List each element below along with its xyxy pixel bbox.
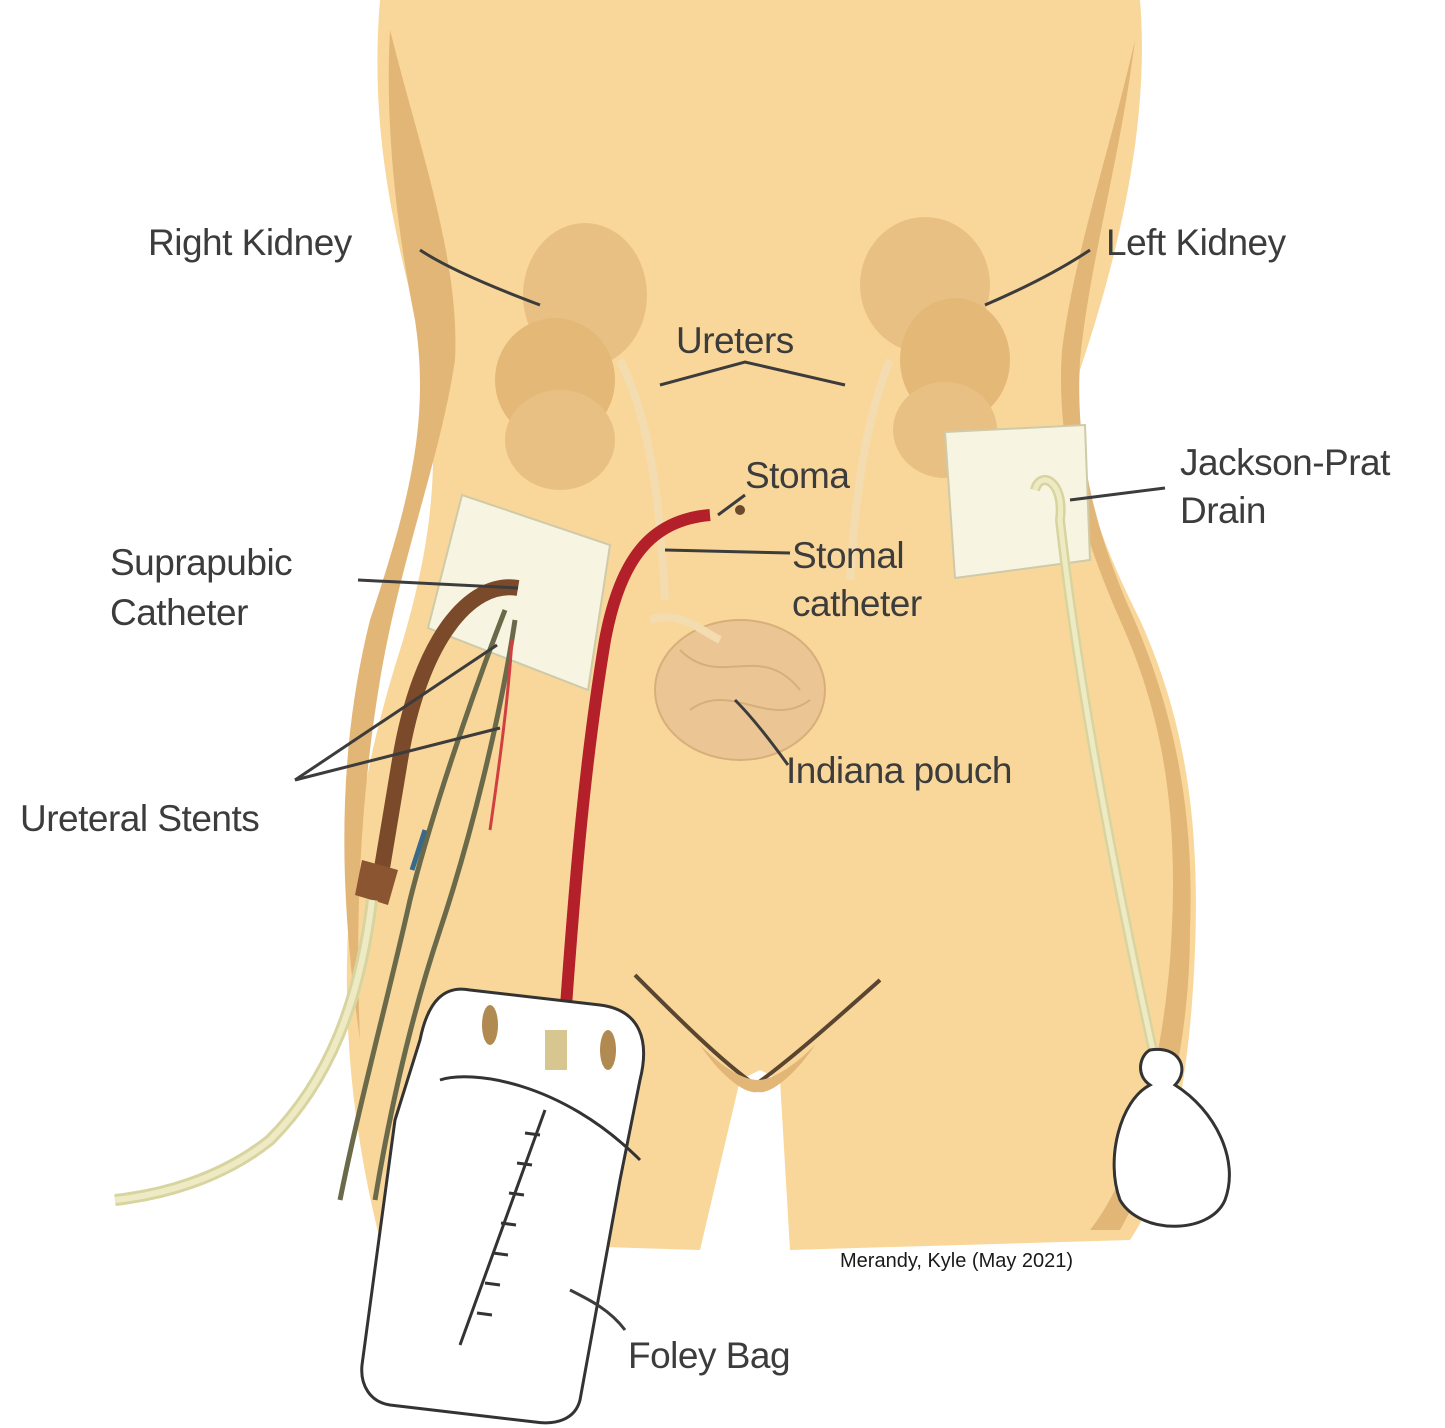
label-stoma: Stoma	[745, 455, 849, 496]
stoma-icon	[735, 505, 745, 515]
label-ureters: Ureters	[676, 320, 794, 361]
label-jackson-prat-line2: Drain	[1180, 490, 1266, 531]
label-right-kidney: Right Kidney	[148, 222, 352, 263]
label-jackson-prat-line1: Jackson-Prat	[1180, 442, 1390, 483]
label-left-kidney: Left Kidney	[1106, 222, 1286, 263]
image-credit: Merandy, Kyle (May 2021)	[840, 1250, 1073, 1273]
label-suprapubic-line2: Catheter	[110, 592, 248, 633]
label-suprapubic-line1: Suprapubic	[110, 542, 292, 583]
label-ureteral-stents: Ureteral Stents	[20, 798, 259, 839]
label-indiana-pouch: Indiana pouch	[786, 750, 1012, 791]
label-foley-bag: Foley Bag	[628, 1335, 790, 1376]
label-stomal-line1: Stomal	[792, 535, 904, 576]
label-stomal-line2: catheter	[792, 583, 922, 624]
